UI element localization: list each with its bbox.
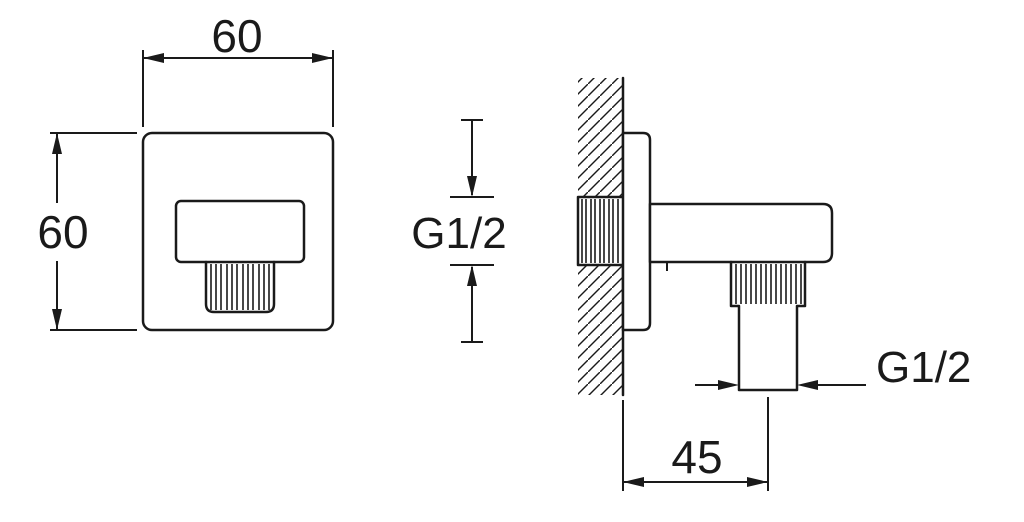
outlet-pipe [737, 306, 799, 392]
arrowhead-right [718, 380, 739, 390]
inlet-thread [576, 195, 624, 267]
wall-hatching-upper [578, 78, 623, 197]
outlet-thread-front-lines [210, 264, 270, 310]
arrowhead-down [467, 176, 477, 197]
arrowhead-right [747, 477, 768, 487]
arrowhead-up [467, 265, 477, 286]
outlet-thread-side [729, 260, 807, 392]
elbow-body-side [648, 202, 834, 264]
wall-plate-front [141, 131, 335, 332]
wall-hatching-lower [578, 266, 623, 395]
extension-lines [142, 50, 334, 127]
dim-front-width: 60 [142, 10, 334, 127]
front-width-label: 60 [211, 10, 262, 62]
dim-outlet-thread: G1/2 [695, 343, 971, 392]
arrowhead-left [797, 380, 818, 390]
front-height-label: 60 [37, 206, 88, 258]
dim-front-height: 60 [37, 132, 137, 331]
outlet-thread-lines [735, 264, 802, 304]
wall-offset-label: 45 [671, 431, 722, 483]
dim-wall-offset: 45 [622, 397, 769, 491]
arrowhead-top [52, 133, 62, 154]
outlet-thread-label: G1/2 [876, 343, 971, 392]
inlet-thread-outline [576, 195, 624, 267]
dim-inlet-thread: G1/2 [411, 119, 507, 343]
front-view: 60 60 [37, 10, 335, 332]
side-view: G1/2 G1/2 45 [411, 76, 971, 491]
inlet-thread-label: G1/2 [411, 209, 506, 258]
arrowhead-left [143, 53, 164, 63]
extension-lines [622, 397, 769, 491]
elbow-body-front [174, 199, 306, 264]
outlet-thread-front-outline [204, 260, 276, 314]
outlet-thread-outline [729, 260, 807, 308]
extension-lines [50, 132, 137, 331]
mount-plate-side [621, 131, 652, 332]
inlet-thread-lines [581, 199, 619, 263]
arrowhead-right [312, 53, 333, 63]
arrowhead-bottom [52, 309, 62, 330]
wall-section [578, 76, 625, 397]
arrowhead-left [623, 477, 644, 487]
